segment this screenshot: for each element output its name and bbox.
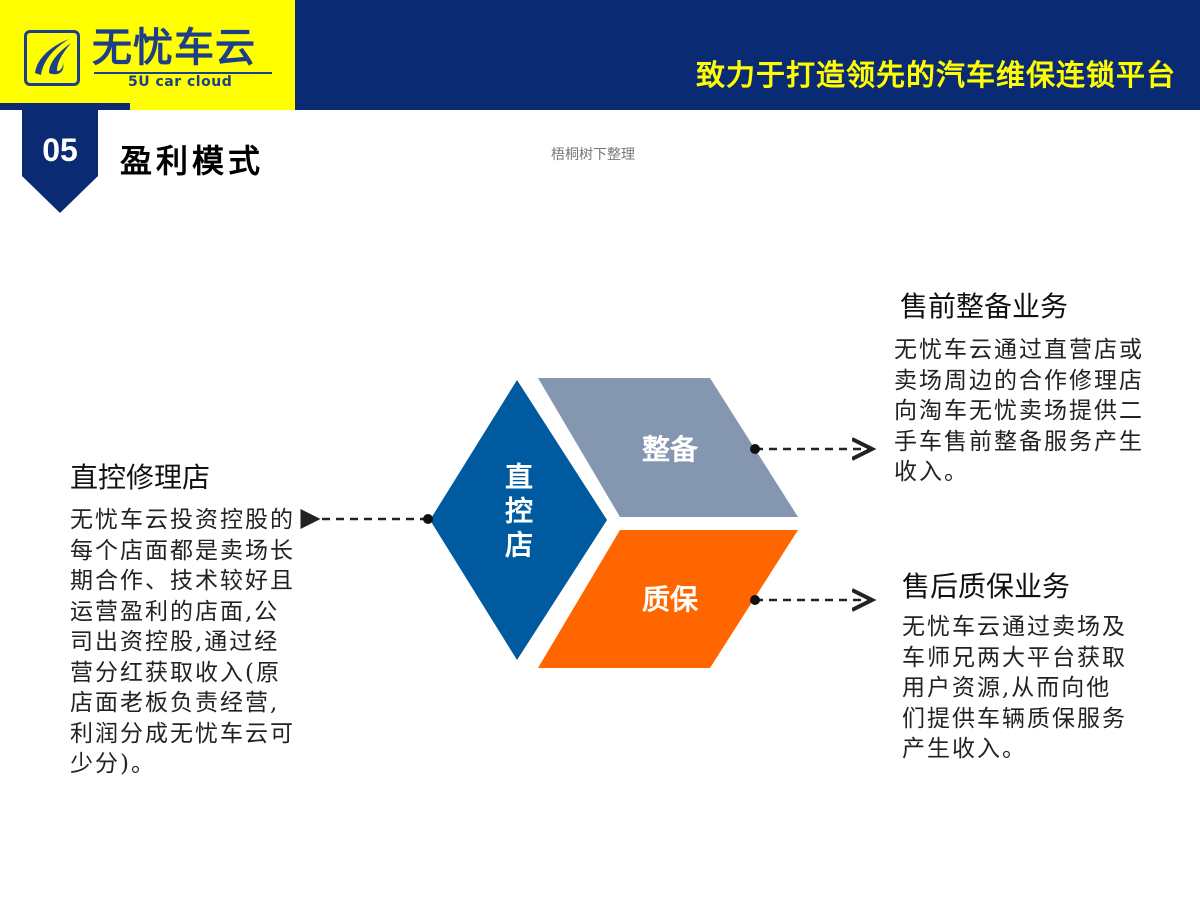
top-right-block-title: 售前整备业务	[900, 290, 1069, 323]
text-line: 无忧车云投资控股的	[70, 507, 295, 533]
text-line: 们提供车辆质保服务	[902, 705, 1127, 732]
logo-underbar-yellow	[130, 103, 295, 110]
text-line: 营分红获取收入(原	[70, 659, 281, 686]
logo-underbar	[0, 103, 130, 110]
logo-text-en: 5U car cloud	[128, 74, 233, 90]
text-line: 手车售前整备服务产生	[894, 428, 1144, 455]
text-line: 司出资控股,通过经	[70, 629, 280, 655]
text-line: 车师兄两大平台获取	[902, 644, 1127, 671]
text-line: 利润分成无忧车云可	[70, 720, 295, 747]
text-line: 收入。	[894, 459, 969, 485]
logo-divider	[94, 72, 272, 74]
credit-text: 梧桐树下整理	[551, 147, 635, 163]
section-tab-arrow-icon	[22, 176, 98, 213]
left-block-title: 直控修理店	[70, 461, 211, 494]
text-line: 卖场周边的合作修理店	[894, 367, 1144, 394]
top-right-block-body: 无忧车云通过直营店或 卖场周边的合作修理店 向淘车无忧卖场提供二 手车售前整备服…	[894, 335, 1144, 488]
logo-swoosh-icon	[24, 30, 80, 86]
text-line: 每个店面都是卖场长	[70, 537, 295, 564]
logo-text-cn: 无忧车云	[92, 25, 256, 71]
text-line: 无忧车云通过卖场及	[902, 614, 1127, 640]
section-number-tab	[22, 110, 98, 176]
page-title: 盈利模式	[120, 142, 265, 180]
text-line: 店面老板负责经营,	[70, 690, 280, 716]
text-line: 无忧车云通过直营店或	[894, 337, 1144, 363]
section-number: 05	[42, 132, 78, 168]
shape-label-direct-store: 直控店	[501, 462, 534, 564]
text-line: 向淘车无忧卖场提供二	[894, 398, 1144, 424]
text-line: 产生收入。	[902, 736, 1027, 762]
text-line: 少分)。	[70, 751, 156, 777]
text-line: 期合作、技术较好且	[70, 568, 295, 594]
header-slogan: 致力于打造领先的汽车维保连锁平台	[695, 58, 1176, 92]
left-block-body: 无忧车云投资控股的 每个店面都是卖场长 期合作、技术较好且 运营盈利的店面,公 …	[70, 505, 295, 780]
bottom-right-block-body: 无忧车云通过卖场及 车师兄两大平台获取 用户资源,从而向他 们提供车辆质保服务 …	[902, 612, 1127, 765]
shape-label-warranty: 质保	[641, 583, 698, 616]
text-line: 用户资源,从而向他	[902, 675, 1112, 701]
bottom-right-block-title: 售后质保业务	[902, 570, 1071, 603]
text-line: 运营盈利的店面,公	[70, 598, 280, 625]
shape-label-preparation: 整备	[641, 433, 698, 466]
